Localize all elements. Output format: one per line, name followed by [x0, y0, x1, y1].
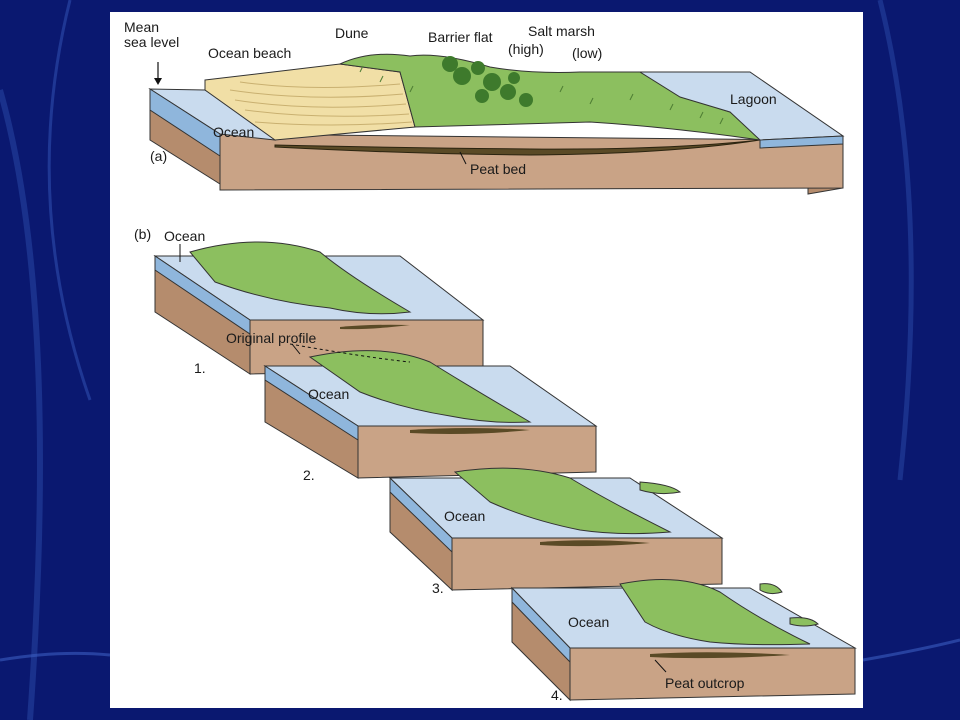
- salt-marsh-high-label: (high): [508, 41, 544, 57]
- step-3-block: [388, 467, 724, 592]
- step-4-ocean-label: Ocean: [568, 614, 610, 630]
- ocean-label-a: Ocean: [213, 124, 255, 140]
- step-2-block: [263, 350, 598, 479]
- peat-outcrop-label: Peat outcrop: [665, 675, 745, 691]
- ocean-beach-label: Ocean beach: [208, 45, 292, 61]
- step-4-block: [510, 579, 857, 702]
- original-profile-label: Original profile: [226, 330, 317, 346]
- salt-marsh-label: Salt marsh: [528, 23, 595, 39]
- step-1-block: [153, 241, 485, 375]
- lagoon-label: Lagoon: [730, 91, 777, 107]
- salt-marsh-low-label: (low): [572, 45, 603, 61]
- barrier-island-diagram: [148, 53, 857, 702]
- part-a-label: (a): [150, 148, 168, 164]
- peat-outcrop-pointer: [654, 659, 667, 673]
- step-2-ocean-label: Ocean: [308, 386, 350, 402]
- ocean-label-b: Ocean: [164, 228, 206, 244]
- mean-sea-level-label: Mean sea level: [124, 19, 180, 50]
- part-b-label: (b): [134, 226, 152, 242]
- barrier-flat-label: Barrier flat: [428, 29, 493, 45]
- diagram-panel: Mean sea level Ocean beach Dune Barrier …: [110, 12, 863, 708]
- dune-label: Dune: [335, 25, 369, 41]
- step-2-number: 2.: [303, 467, 315, 483]
- original-profile-pointer: [291, 343, 301, 355]
- panel-a-block: [148, 53, 845, 195]
- step-3-number: 3.: [432, 580, 444, 596]
- step-4-number: 4.: [551, 687, 563, 703]
- step-3-ocean-label: Ocean: [444, 508, 486, 524]
- step-1-number: 1.: [194, 360, 206, 376]
- block-a-front: [219, 133, 844, 191]
- peat-bed-label: Peat bed: [470, 161, 527, 177]
- peat-bed-pointer: [459, 151, 467, 165]
